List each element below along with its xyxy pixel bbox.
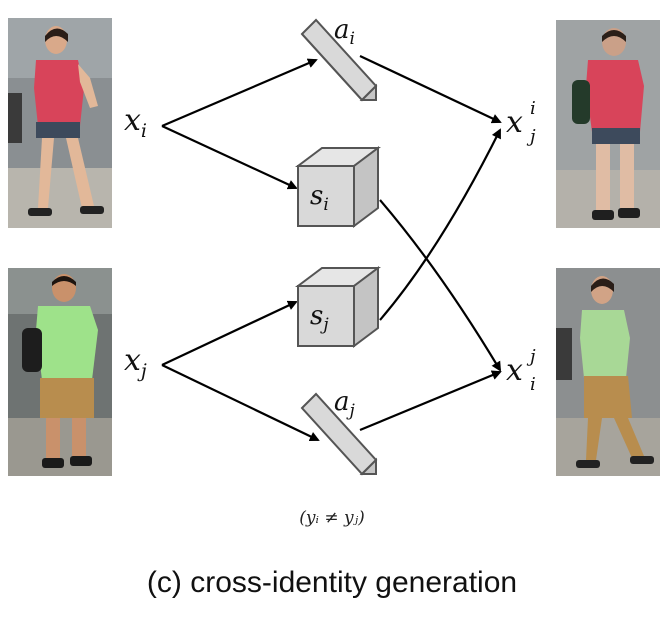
label-xji-sup: i [530,98,536,119]
label-xi: xi [124,103,147,142]
label-ai: ai [334,15,355,49]
label-sj: sj [310,301,329,335]
figure-caption: (c) cross-identity generation [146,566,518,599]
label-si: si [310,181,329,215]
label-xij: x [506,353,523,388]
edge-xj-sj [161,300,298,366]
edge-xi-ai [161,58,318,128]
appearance-block-ai [300,18,378,102]
edges [161,55,502,442]
appearance-block-aj [300,392,378,476]
photo-input-xi [8,18,112,228]
label-xij-sup: j [526,346,536,367]
photo-output-xij [556,268,660,476]
identity-constraint: (yᵢ ≠ yⱼ) [299,508,365,528]
label-xji-sub: j [526,126,536,147]
edge-si-xij [379,199,502,372]
photo-output-xji [556,20,660,228]
edge-aj-xij [359,370,502,432]
structure-cube-sj [295,266,381,348]
label-xj: xj [124,343,147,382]
edge-xi-si [161,125,298,190]
edge-xj-aj [161,364,320,442]
structure-cube-si [295,146,381,228]
edge-sj-xji [379,128,501,321]
label-xji: x [506,105,523,140]
photo-input-xj [8,268,112,476]
label-xij-sub: i [530,374,536,395]
edge-ai-xji [359,55,502,124]
label-aj: aj [334,387,356,421]
